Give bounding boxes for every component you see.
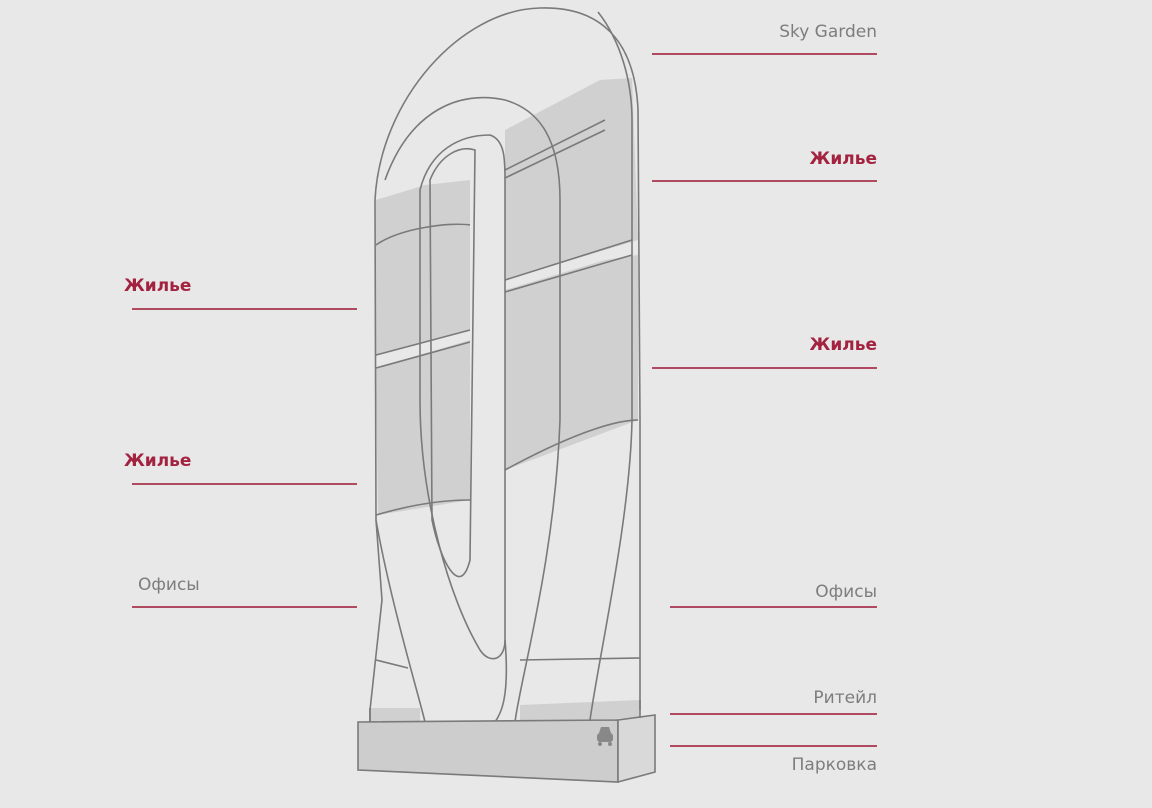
leader-line: [652, 367, 877, 369]
label-offices: Офисы: [815, 582, 877, 602]
leader-line: [670, 606, 877, 608]
label-residential: Жилье: [809, 149, 877, 169]
car-icon: [597, 727, 613, 746]
tower-outline: [369, 7, 641, 723]
label-retail: Ритейл: [813, 688, 877, 708]
label-residential: Жилье: [809, 335, 877, 355]
label-residential: Жилье: [124, 451, 192, 471]
label-sky-garden: Sky Garden: [779, 22, 877, 42]
residential-bands: [370, 78, 640, 722]
parking-base: [357, 700, 656, 784]
leader-line: [670, 713, 877, 715]
leader-line: [132, 606, 357, 608]
leader-line: [652, 53, 877, 55]
label-offices: Офисы: [138, 575, 200, 595]
leader-line: [132, 483, 357, 485]
leader-line: [652, 180, 877, 182]
label-parking: Парковка: [791, 755, 877, 775]
leader-line: [132, 308, 357, 310]
label-residential: Жилье: [124, 276, 192, 296]
leader-line: [670, 745, 877, 747]
